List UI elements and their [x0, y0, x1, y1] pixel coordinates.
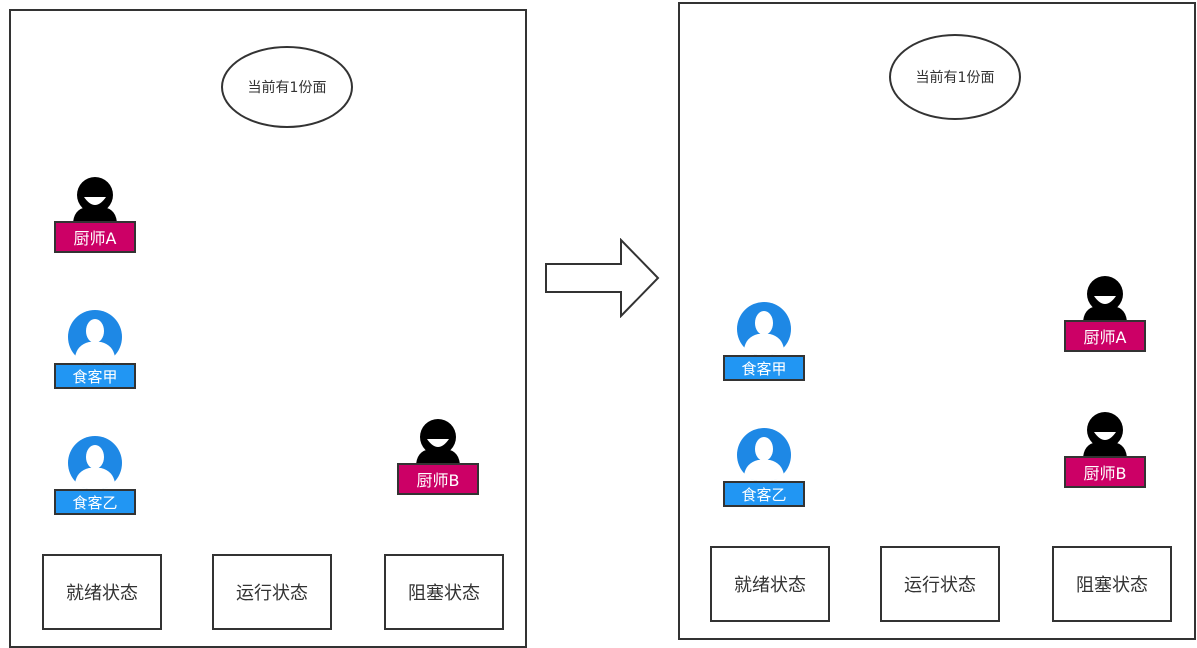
- chef-a: 厨师A: [1064, 272, 1146, 356]
- diner-yi: 食客乙: [723, 427, 805, 511]
- blocked-state-label: 阻塞状态: [408, 583, 480, 604]
- diner-avatar-icon: [68, 310, 122, 364]
- ready-state-box: 就绪状态: [42, 554, 162, 630]
- diner-yi-tag: 食客乙: [723, 481, 805, 507]
- noodle-resource-ellipse: 当前有1份面: [221, 46, 353, 128]
- diner-avatar-icon: [68, 436, 122, 490]
- chef-a-tag: 厨师A: [1064, 320, 1146, 352]
- chef-a-tag: 厨师A: [54, 221, 136, 253]
- right-scene-panel: 当前有1份面 食客甲 食客乙 厨师A 厨: [678, 2, 1196, 640]
- chef-a: 厨师A: [54, 173, 136, 257]
- diner-jia-tag: 食客甲: [723, 355, 805, 381]
- left-scene-panel: 当前有1份面 厨师A 食客甲 食客乙 厨: [9, 9, 527, 648]
- ready-state-box: 就绪状态: [710, 546, 830, 622]
- ready-state-label: 就绪状态: [66, 583, 138, 604]
- chef-b: 厨师B: [397, 415, 479, 499]
- running-state-label: 运行状态: [236, 583, 308, 604]
- diner-jia: 食客甲: [723, 301, 805, 385]
- blocked-state-box: 阻塞状态: [1052, 546, 1172, 622]
- diner-avatar-icon: [737, 428, 791, 482]
- noodle-resource-ellipse: 当前有1份面: [889, 34, 1021, 120]
- chef-icon: [1083, 276, 1127, 324]
- right-arrow-icon: [545, 238, 660, 318]
- chef-b: 厨师B: [1064, 408, 1146, 492]
- diner-yi-tag: 食客乙: [54, 489, 136, 515]
- diner-jia-tag: 食客甲: [54, 363, 136, 389]
- chef-icon: [73, 177, 117, 225]
- chef-b-tag: 厨师B: [1064, 456, 1146, 488]
- noodle-resource-label: 当前有1份面: [247, 80, 327, 96]
- chef-icon: [416, 419, 460, 467]
- noodle-resource-label: 当前有1份面: [915, 70, 995, 86]
- running-state-box: 运行状态: [212, 554, 332, 630]
- running-state-label: 运行状态: [904, 575, 976, 596]
- chef-icon: [1083, 412, 1127, 460]
- diner-avatar-icon: [737, 302, 791, 356]
- running-state-box: 运行状态: [880, 546, 1000, 622]
- blocked-state-label: 阻塞状态: [1076, 575, 1148, 596]
- ready-state-label: 就绪状态: [734, 575, 806, 596]
- diner-jia: 食客甲: [54, 309, 136, 393]
- diner-yi: 食客乙: [54, 435, 136, 519]
- chef-b-tag: 厨师B: [397, 463, 479, 495]
- blocked-state-box: 阻塞状态: [384, 554, 504, 630]
